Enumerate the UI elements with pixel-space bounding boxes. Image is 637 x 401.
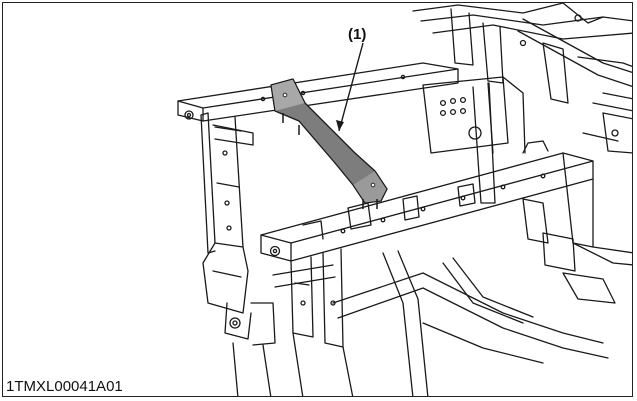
callout-label: (1) (348, 26, 367, 43)
vehicle-frame-drawing (177, 3, 632, 396)
highlighted-part-1 (270, 78, 388, 209)
right-side-frame (472, 82, 632, 304)
left-front-post (200, 112, 254, 254)
lower-skid-bars (272, 250, 609, 396)
figure-code: 1TMXL00041A01 (6, 379, 127, 394)
crossbar-brackets (302, 183, 476, 240)
upper-crossbar (177, 62, 459, 122)
rear-upper-frame (412, 3, 632, 112)
callout-leader-line (336, 42, 364, 132)
front-lower-posts (290, 248, 354, 396)
figure-frame: (1) 1TMXL00041A01 (2, 2, 633, 397)
center-panel (422, 76, 526, 154)
lower-left-bracket (202, 242, 276, 396)
front-crossbar (260, 140, 594, 262)
